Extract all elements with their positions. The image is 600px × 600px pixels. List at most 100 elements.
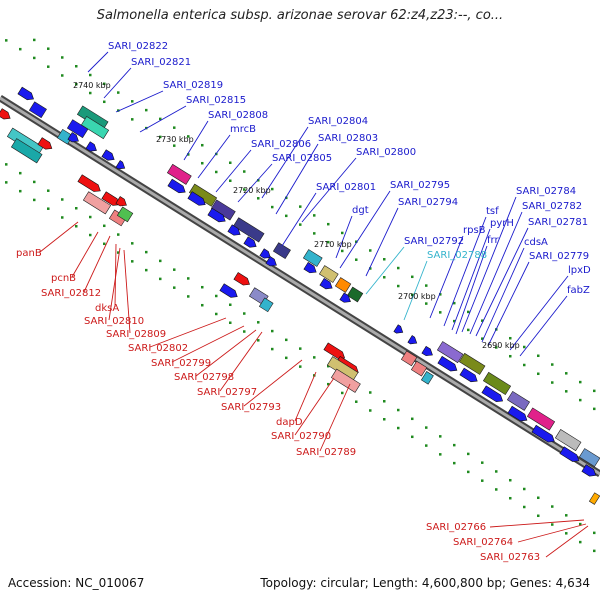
gene-feature[interactable] xyxy=(319,277,334,291)
gene-feature[interactable] xyxy=(531,424,557,445)
gene-feature[interactable] xyxy=(17,86,36,102)
gene-feature[interactable] xyxy=(265,256,279,269)
gene-feature[interactable] xyxy=(207,207,228,224)
gene-feature[interactable] xyxy=(458,352,486,375)
gene-label[interactable]: SARI_02819 xyxy=(163,80,223,91)
gene-label[interactable]: SARI_02763 xyxy=(480,552,540,563)
gene-label[interactable]: SARI_02805 xyxy=(272,153,332,164)
gene-feature[interactable] xyxy=(302,249,323,267)
gene-label[interactable]: SARI_02797 xyxy=(197,387,257,398)
gene-feature[interactable] xyxy=(227,224,242,238)
gene-feature[interactable] xyxy=(459,367,480,384)
gene-label[interactable]: SARI_02793 xyxy=(221,402,281,413)
gene-feature[interactable] xyxy=(334,277,352,293)
gene-feature[interactable] xyxy=(233,272,252,288)
gene-label[interactable]: SARI_02784 xyxy=(516,186,576,197)
gene-feature[interactable] xyxy=(37,137,54,152)
gene-label[interactable]: cdsA xyxy=(524,237,548,248)
gene-label[interactable]: SARI_02803 xyxy=(318,133,378,144)
gene-label[interactable]: SARI_02801 xyxy=(316,182,376,193)
gene-feature[interactable] xyxy=(507,405,529,423)
gene-feature[interactable] xyxy=(243,236,258,250)
gene-label[interactable]: dgt xyxy=(352,205,369,216)
gene-feature[interactable] xyxy=(167,178,188,195)
gene-feature[interactable] xyxy=(506,390,531,411)
gene-feature[interactable] xyxy=(115,196,129,209)
gene-label[interactable]: dksA xyxy=(95,303,119,314)
gene-label[interactable]: panB xyxy=(16,248,42,259)
gene-label[interactable]: SARI_02810 xyxy=(84,316,144,327)
gene-feature[interactable] xyxy=(28,101,47,119)
gene-feature[interactable] xyxy=(101,191,122,208)
gene-feature[interactable] xyxy=(400,350,418,367)
gene-label[interactable]: SARI_02821 xyxy=(131,57,191,68)
gene-feature[interactable] xyxy=(303,261,318,275)
gene-label[interactable]: SARI_02802 xyxy=(128,343,188,354)
gene-label[interactable]: frr xyxy=(487,235,499,246)
gene-label[interactable]: SARI_02788 xyxy=(427,250,487,261)
gene-feature[interactable] xyxy=(232,217,265,243)
gene-label[interactable]: fabZ xyxy=(567,285,590,296)
gene-feature[interactable] xyxy=(318,265,339,283)
gene-feature[interactable] xyxy=(407,335,419,347)
gene-feature[interactable] xyxy=(578,448,600,467)
gene-feature[interactable] xyxy=(339,292,353,305)
gene-feature[interactable] xyxy=(581,464,598,479)
gene-label[interactable]: SARI_02782 xyxy=(522,201,582,212)
gene-label[interactable]: pyrH xyxy=(490,218,514,229)
gene-feature[interactable] xyxy=(554,429,582,452)
gene-label[interactable]: SARI_02764 xyxy=(453,537,513,548)
gene-feature[interactable] xyxy=(80,115,110,140)
gene-label[interactable]: SARI_02781 xyxy=(528,217,588,228)
gene-feature[interactable] xyxy=(259,248,273,261)
gene-label[interactable]: dapD xyxy=(276,417,303,428)
gene-label[interactable]: SARI_02815 xyxy=(186,95,246,106)
gene-label[interactable]: SARI_02822 xyxy=(108,41,168,52)
gene-feature[interactable] xyxy=(410,360,428,377)
gene-label[interactable]: mrcB xyxy=(230,124,256,135)
gene-label[interactable]: SARI_02789 xyxy=(296,447,356,458)
gene-label[interactable]: SARI_02812 xyxy=(41,288,101,299)
gene-feature[interactable] xyxy=(421,345,435,358)
gene-feature[interactable] xyxy=(10,138,43,164)
gene-label[interactable]: SARI_02809 xyxy=(106,329,166,340)
gene-feature[interactable] xyxy=(85,141,99,154)
gene-feature[interactable] xyxy=(219,283,240,300)
gene-feature[interactable] xyxy=(481,385,505,404)
gene-feature[interactable] xyxy=(420,371,434,385)
gene-feature[interactable] xyxy=(258,297,274,313)
gene-label[interactable]: pcnB xyxy=(51,273,76,284)
gene-feature[interactable] xyxy=(0,108,12,122)
gene-label[interactable]: SARI_02790 xyxy=(271,431,331,442)
gene-feature[interactable] xyxy=(346,286,364,303)
gene-feature[interactable] xyxy=(526,407,556,431)
gene-label[interactable]: SARI_02794 xyxy=(398,197,458,208)
gene-label[interactable]: lpxD xyxy=(568,265,591,276)
gene-label[interactable]: SARI_02806 xyxy=(251,139,311,150)
gene-label[interactable]: SARI_02795 xyxy=(390,180,450,191)
gene-label[interactable]: SARI_02766 xyxy=(426,522,486,533)
gene-label[interactable]: SARI_02779 xyxy=(529,251,589,262)
gene-feature[interactable] xyxy=(116,206,134,223)
gene-feature[interactable] xyxy=(115,160,127,172)
gene-feature[interactable] xyxy=(82,191,112,215)
gene-feature[interactable] xyxy=(272,242,291,260)
gene-label[interactable]: SARI_02808 xyxy=(208,110,268,121)
gene-feature[interactable] xyxy=(588,492,600,505)
gene-feature[interactable] xyxy=(437,355,459,373)
gene-feature[interactable] xyxy=(330,368,361,393)
gene-label[interactable]: SARI_02792 xyxy=(404,236,464,247)
gene-feature[interactable] xyxy=(166,163,192,185)
gene-feature[interactable] xyxy=(101,149,116,163)
gene-label[interactable]: SARI_02799 xyxy=(151,358,211,369)
gene-feature[interactable] xyxy=(77,174,103,195)
gene-label[interactable]: SARI_02798 xyxy=(174,372,234,383)
gene-feature[interactable] xyxy=(187,191,208,208)
gene-feature[interactable] xyxy=(66,119,89,139)
gene-feature[interactable] xyxy=(436,341,464,364)
gene-label[interactable]: tsf xyxy=(486,206,499,217)
gene-label[interactable]: SARI_02804 xyxy=(308,116,368,127)
gene-label[interactable]: rpsB xyxy=(463,225,486,236)
gene-feature[interactable] xyxy=(67,132,81,144)
gene-label[interactable]: SARI_02800 xyxy=(356,147,416,158)
